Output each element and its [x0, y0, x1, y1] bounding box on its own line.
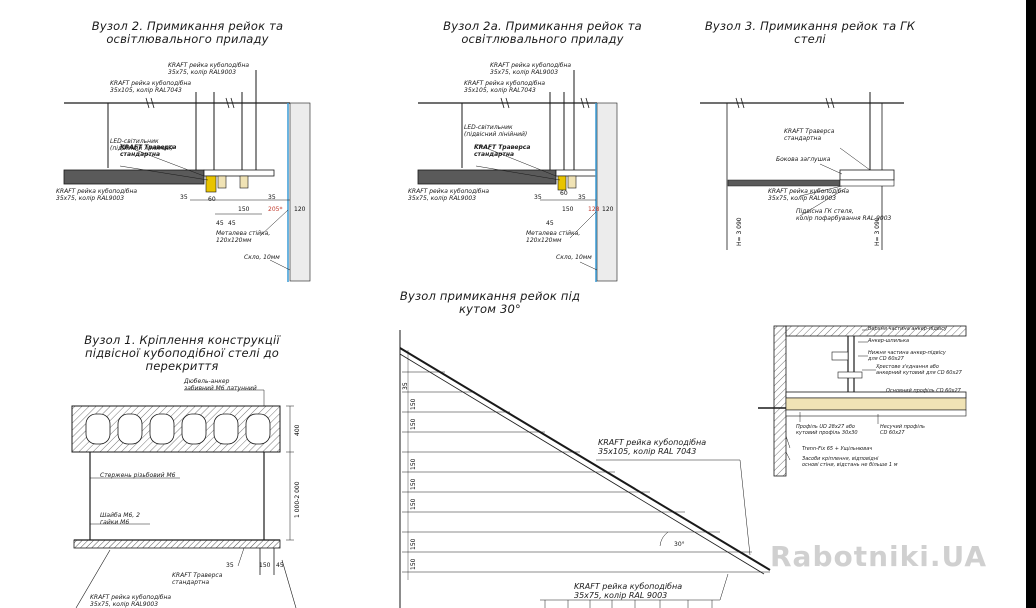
n2a-dim: 150: [562, 206, 574, 213]
n30-dim: 150: [410, 458, 417, 470]
n30-angle: 30°: [674, 541, 685, 548]
n2a-dim-red: 128: [588, 206, 600, 213]
n2-dim: 120: [294, 206, 306, 213]
n2a-dim: 35: [578, 194, 586, 201]
n2a-dim: 120: [602, 206, 614, 213]
n1-dim-height: 400: [294, 424, 301, 436]
n3-height-right: H= 3 090: [874, 217, 881, 246]
node1-linework: [71, 389, 297, 608]
n1-dim: 45: [276, 562, 284, 569]
det-upper-label: Верхня частина анкер-підвісу: [868, 326, 947, 332]
n2-glass-label: Скло, 10мм: [244, 254, 280, 261]
n30-dim: 150: [410, 478, 417, 490]
n30-dim: 150: [410, 418, 417, 430]
n2-dim: 60: [208, 196, 216, 203]
n30-dim: 150: [410, 498, 417, 510]
node30-linework: [399, 330, 771, 608]
n1-dim: 150: [259, 562, 271, 569]
det-anchor-label: Анкер-шпилька: [868, 338, 910, 344]
n2-led-label: LED-світильник(підвісний лінійний): [110, 138, 174, 152]
n2-dim: 45: [216, 220, 224, 227]
det-trenn-label: Trenn-Fix 65 + Ущільнювач: [802, 446, 873, 452]
n2a-glass-label: Скло, 10мм: [556, 254, 592, 261]
n2a-column-label: Металева стійка,120x120мм: [526, 230, 581, 244]
node3-linework: [700, 92, 904, 250]
n30-dim: 35: [402, 382, 409, 390]
n2-dim: 35: [268, 194, 276, 201]
n1-rod-label: Стержень різьбовий М6: [100, 472, 176, 479]
watermark-logo: Rabotniki.UA: [770, 540, 988, 573]
right-edge-bar: [1026, 0, 1036, 608]
node2a-linework: [417, 70, 618, 282]
n3-side-cap-label: Бокова заглушка: [776, 156, 831, 163]
n2-column-label: Металева стійка,120x120мм: [216, 230, 271, 244]
node2-linework: [63, 70, 311, 282]
n30-dim: 150: [410, 398, 417, 410]
n2-dim-red: 205*: [268, 206, 283, 213]
n30-dim: 150: [410, 558, 417, 570]
n3-height-left: H= 3 090: [736, 217, 743, 246]
n2-dim: 150: [238, 206, 250, 213]
n2a-led-label: LED-світильник(підвісний лінійний): [464, 124, 528, 138]
n1-dim: 35: [226, 562, 234, 569]
n2a-dim: 45: [546, 220, 554, 227]
n30-dim: 150: [410, 538, 417, 550]
det-main-label: Основний профіль CD 60x27: [886, 388, 961, 394]
n2a-dim: 60: [560, 190, 568, 197]
n2-dim: 45: [228, 220, 236, 227]
n2a-dim: 35: [534, 194, 542, 201]
n3-gk-label: Підвісна ГК стеля,колір пофарбування RAL…: [796, 208, 892, 222]
n1-dim-range: 1 000-2 000: [294, 481, 301, 518]
n2-dim: 35: [180, 194, 188, 201]
detail-linework: [758, 325, 967, 477]
